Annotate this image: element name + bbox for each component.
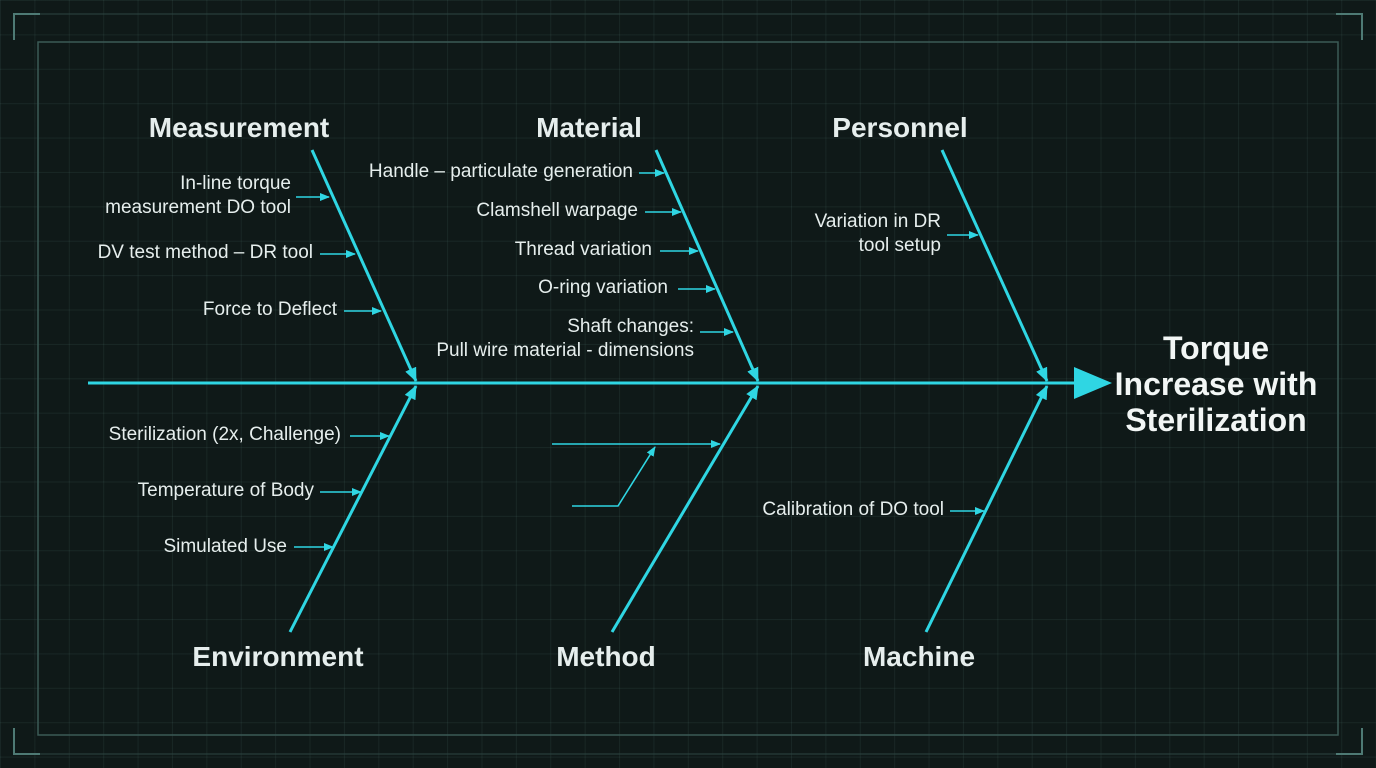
bone-personnel xyxy=(940,149,1049,382)
effect-line: Sterilization xyxy=(1125,402,1307,438)
spine-arrowhead xyxy=(1074,367,1112,399)
cause-dv-test-method: DV test method – DR tool xyxy=(97,242,313,263)
cause-thread-variation: Thread variation xyxy=(514,239,652,260)
cause-line: Shaft changes: xyxy=(567,316,694,337)
category-measurement: Measurement xyxy=(148,112,330,143)
cause-inline-torque: In-line torque measurement DO tool xyxy=(105,172,291,220)
effect-line: Torque xyxy=(1162,330,1270,366)
cause-temperature-of-body: Temperature of Body xyxy=(137,480,314,501)
cause-line: measurement DO tool xyxy=(105,197,291,218)
category-personnel: Personnel xyxy=(832,112,968,143)
cause-dr-tool-setup: Variation in DR tool setup xyxy=(815,210,941,258)
effect-title: Torque Increase with Sterilization xyxy=(1111,330,1321,438)
cause-sterilization: Sterilization (2x, Challenge) xyxy=(108,424,341,445)
method-subcause-arrow xyxy=(572,446,656,507)
bone-measurement xyxy=(310,149,418,382)
cause-clamshell-warpage: Clamshell warpage xyxy=(476,200,638,221)
cause-simulated-use: Simulated Use xyxy=(163,536,287,557)
bone-environment xyxy=(288,385,418,633)
bone-machine xyxy=(924,385,1049,633)
cause-shaft-changes: Shaft changes: Pull wire material - dime… xyxy=(436,315,694,363)
cause-line: Variation in DR xyxy=(814,211,941,232)
frame-corners xyxy=(13,13,1363,755)
cause-line: Pull wire material - dimensions xyxy=(436,340,694,361)
category-environment: Environment xyxy=(192,641,364,672)
inner-frame xyxy=(37,41,1339,736)
bone-method xyxy=(610,385,760,633)
effect-line: Increase with xyxy=(1114,366,1318,402)
category-material: Material xyxy=(536,112,642,143)
cause-line: tool setup xyxy=(858,235,941,256)
cause-force-to-deflect: Force to Deflect xyxy=(202,299,337,320)
category-method: Method xyxy=(556,641,656,672)
cause-calibration-do-tool: Calibration of DO tool xyxy=(762,499,944,520)
cause-oring-variation: O-ring variation xyxy=(538,277,668,298)
cause-line: In-line torque xyxy=(180,173,291,194)
category-machine: Machine xyxy=(862,641,976,672)
cause-handle-particulate: Handle – particulate generation xyxy=(368,161,633,182)
bone-material xyxy=(654,149,760,382)
